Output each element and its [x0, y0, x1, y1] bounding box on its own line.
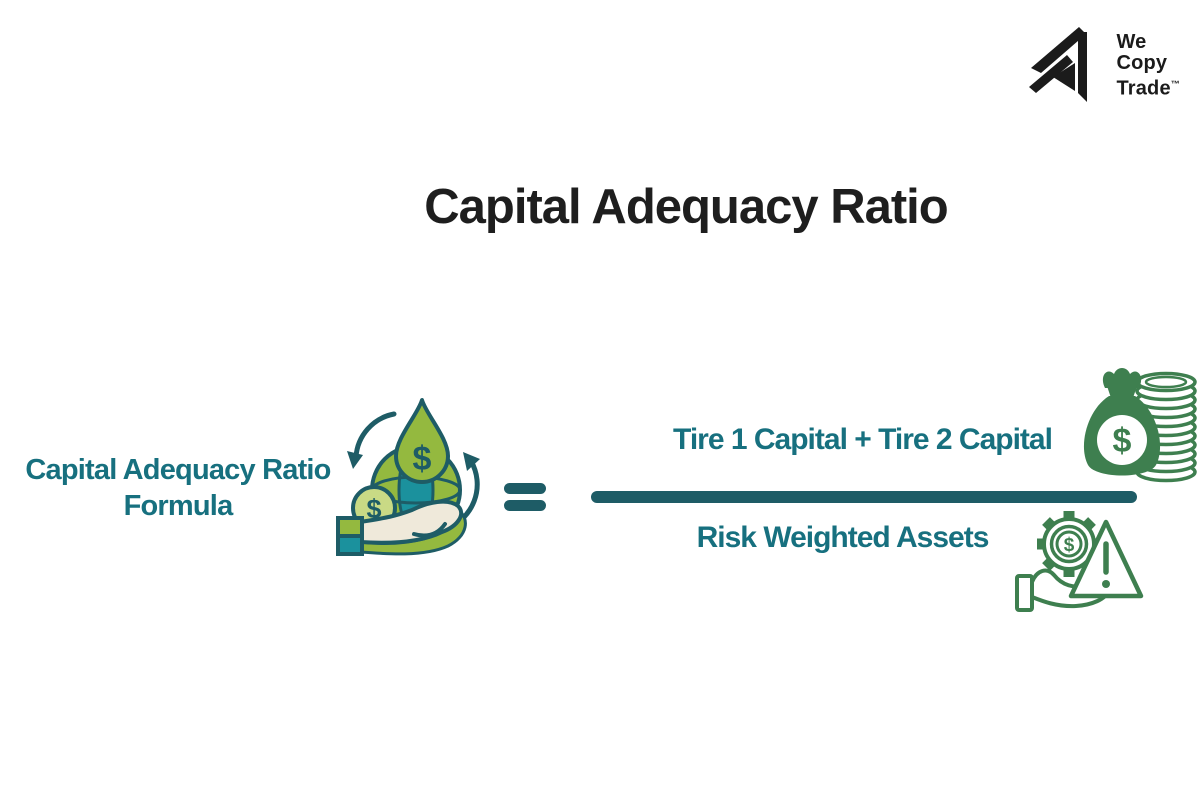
- trademark-symbol: ™: [1170, 79, 1180, 89]
- equals-top-bar: [504, 483, 546, 494]
- gear-dollar-glyph: $: [1064, 535, 1075, 556]
- equals-bottom-bar: [504, 500, 546, 511]
- formula-label: Capital Adequacy Ratio Formula: [10, 452, 346, 524]
- hand-gear-warning-triangle-icon: $: [1015, 511, 1144, 612]
- brand-name: We Copy Trade™: [1116, 32, 1180, 100]
- hand-holding-dollar-globe-icon: $ $: [336, 398, 480, 556]
- page-title: Capital Adequacy Ratio: [424, 180, 948, 234]
- formula-numerator: Tire 1 Capital + Tire 2 Capital: [673, 423, 1053, 456]
- bag-dollar-glyph: $: [1113, 422, 1132, 460]
- brand-word-3: Trade™: [1116, 77, 1180, 100]
- brand-word-2: Copy: [1116, 52, 1168, 74]
- droplet-dollar-glyph: $: [413, 440, 432, 478]
- formula-denominator: Risk Weighted Assets: [696, 521, 990, 554]
- brand-word-1: We: [1116, 31, 1147, 53]
- money-bag-and-coin-stack-icon: $: [1083, 368, 1197, 483]
- fraction-bar: [591, 491, 1137, 503]
- wecopytrade-arrow-icon: [1029, 27, 1088, 102]
- formula-label-line2: Formula: [123, 490, 234, 522]
- formula-label-line1: Capital Adequacy Ratio: [25, 454, 331, 486]
- coin-dollar-glyph: $: [366, 494, 381, 524]
- equals-sign: [504, 483, 546, 511]
- brand-logo: We Copy Trade™: [1029, 24, 1180, 108]
